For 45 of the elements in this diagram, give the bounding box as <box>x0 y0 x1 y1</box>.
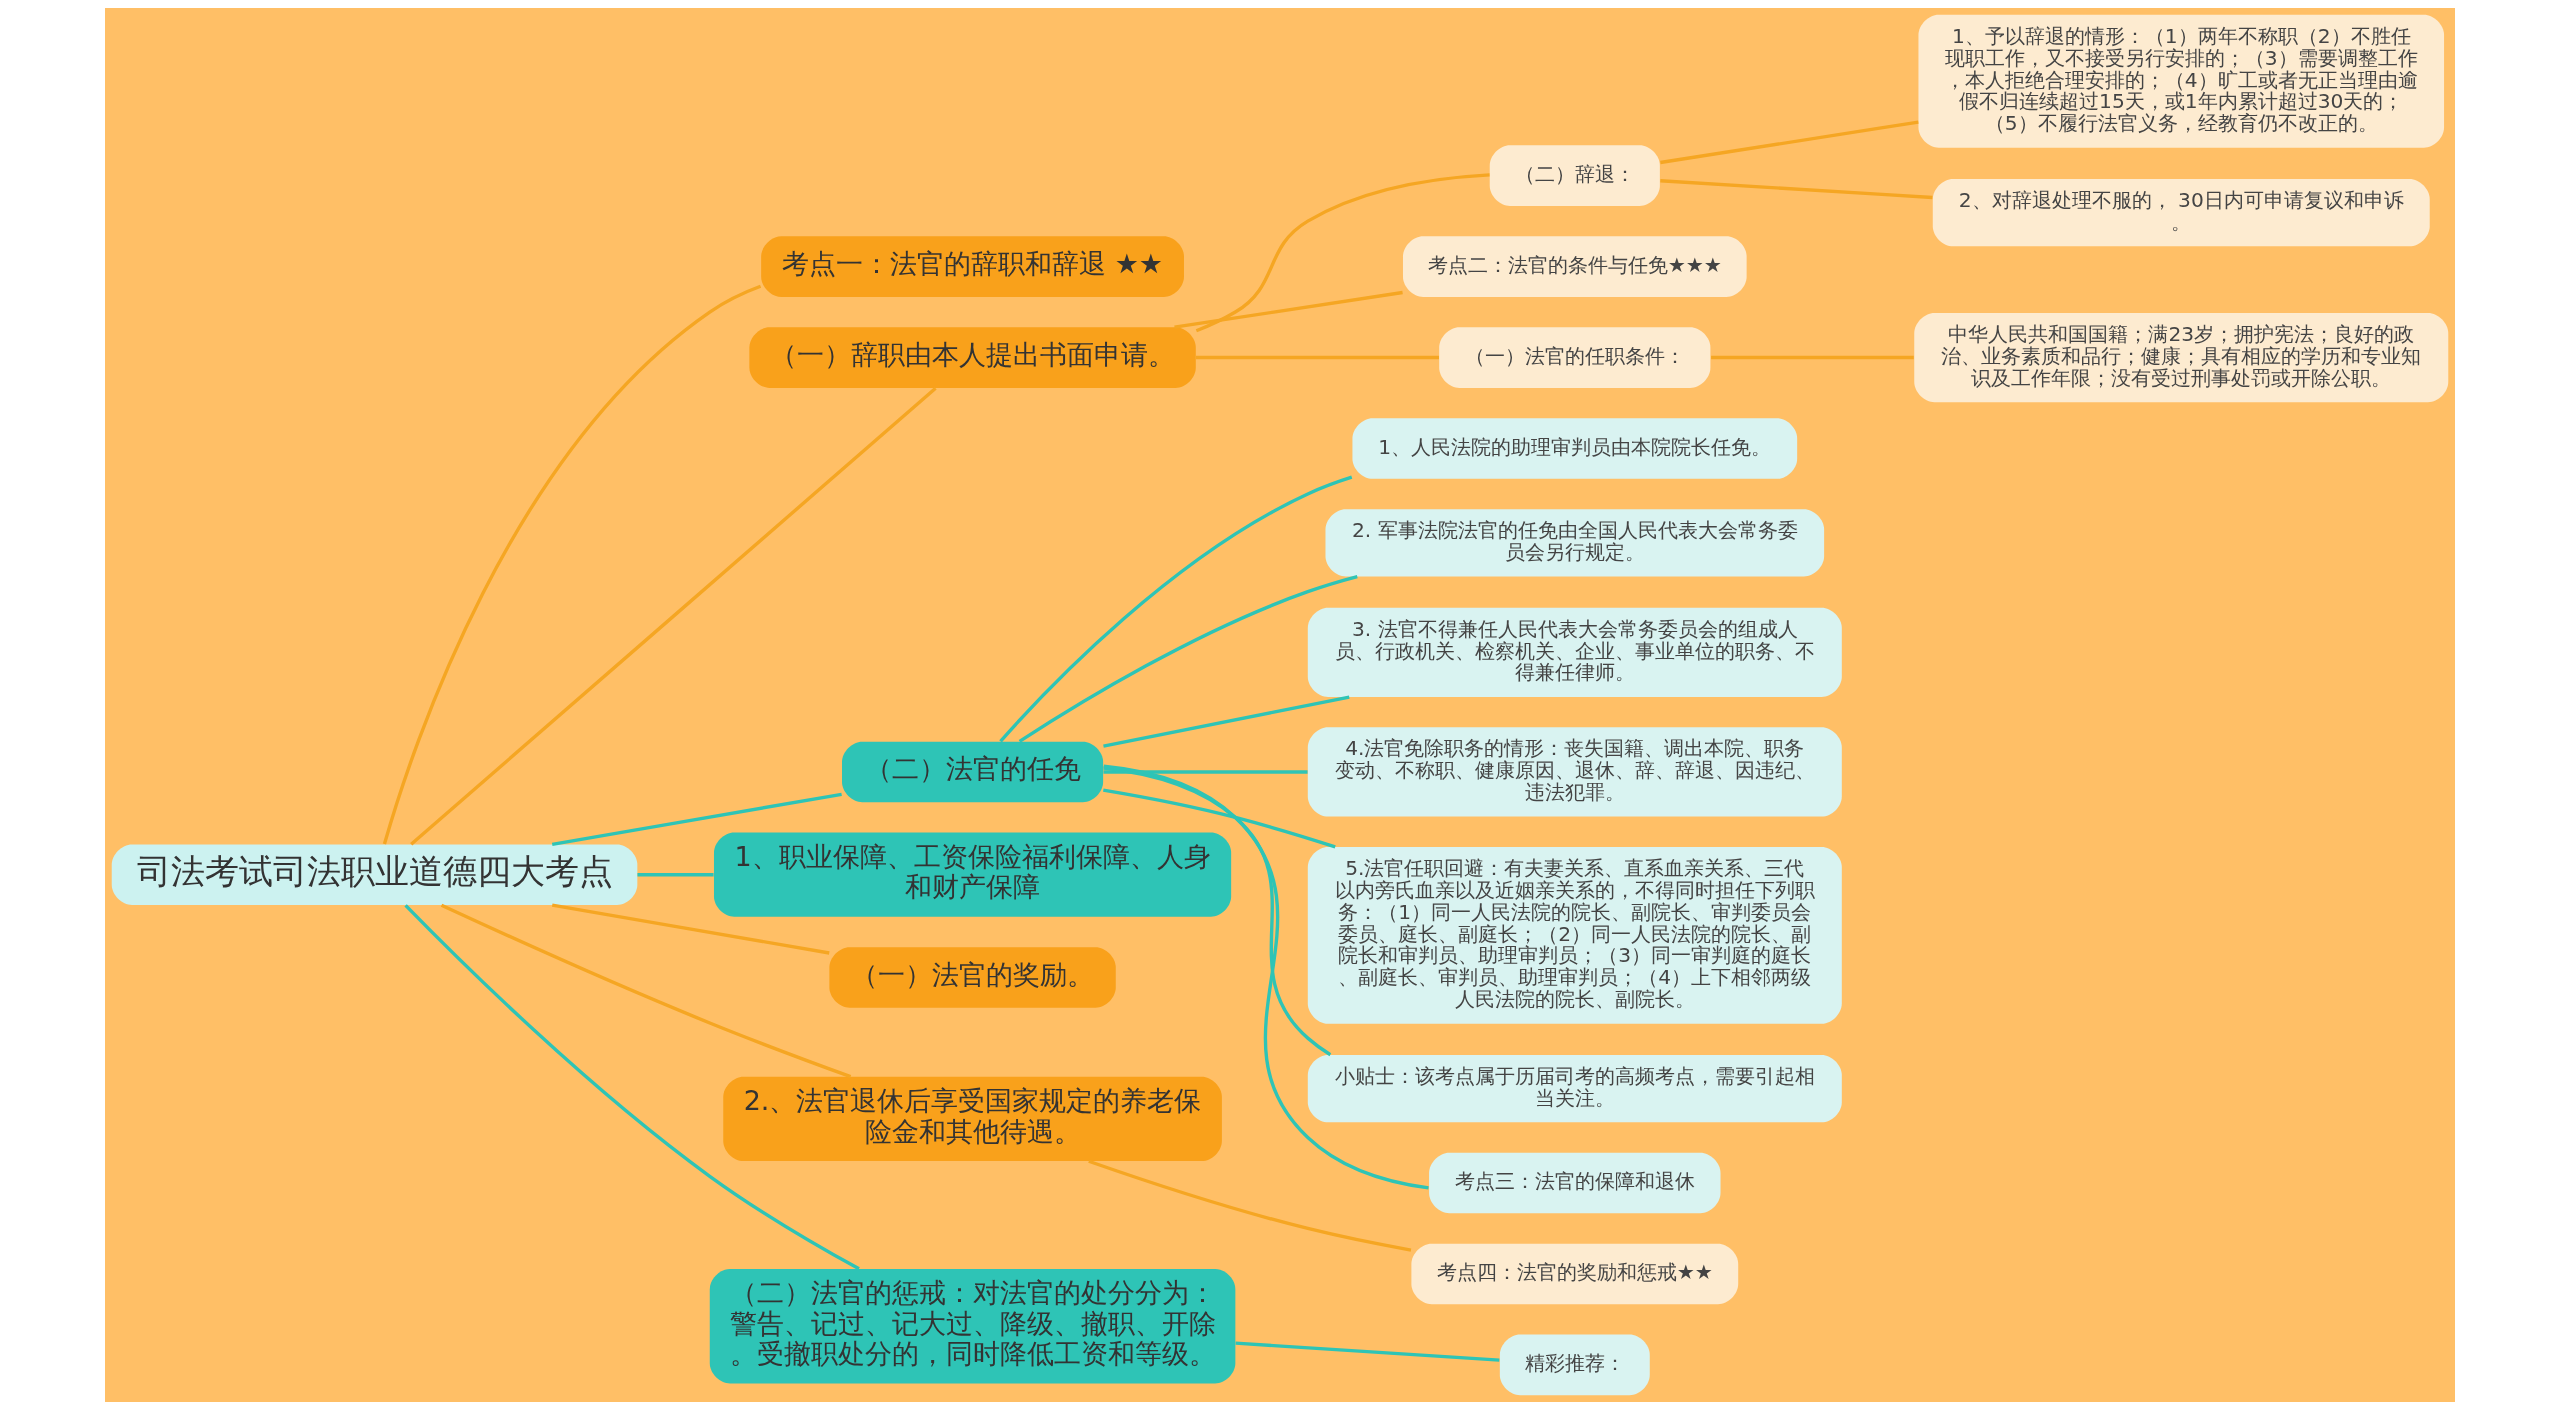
connector <box>999 475 1353 743</box>
connector <box>637 873 714 877</box>
connector <box>1103 764 1429 1190</box>
node-box: 精彩推荐： <box>1499 1334 1650 1396</box>
node-box: 1、职业保障、工资保险福利保障、人身和财产保障 <box>714 832 1232 917</box>
connector <box>1103 695 1350 748</box>
connector <box>1103 770 1308 774</box>
node-box: 2.、法官退休后享受国家规定的养老保险金和其他待遇。 <box>723 1076 1222 1162</box>
connector <box>1660 120 1919 165</box>
connector <box>1195 355 1439 360</box>
connector <box>1235 1341 1500 1362</box>
node-box: （二）法官的任免 <box>842 741 1104 803</box>
node-box: （一）法官的任职条件： <box>1439 327 1711 388</box>
connector <box>1174 290 1403 329</box>
connector <box>551 792 842 846</box>
node-box: 1、予以辞退的情形：（1）两年不称职（2）不胜任现职工作，又不接受另行安排的；（3）需要调整工作，本人拒绝合理安排的；（4）旷工或者无正当理由逾假不归连续超过15天，或1年内累计超过30天的；（5）不履行法官义务，经教育仍不改正的。 <box>1918 14 2445 148</box>
node-box: 小贴士：该考点属于历届司考的高频考点，需要引起相当关注。 <box>1307 1054 1842 1123</box>
node-box: 1、人民法院的助理审判员由本院院长任免。 <box>1352 418 1798 479</box>
connector <box>1103 766 1332 1057</box>
node-box: 2、对辞退处理不服的， 30日内可申请复议和申诉。 <box>1932 179 2430 247</box>
node-box: 考点一：法官的辞职和辞退 ★★ <box>761 236 1184 297</box>
node-box: 司法考试司法职业道德四大考点 <box>111 844 638 906</box>
connector <box>404 904 860 1271</box>
node-box: 考点二：法官的条件与任免★★★ <box>1402 236 1747 297</box>
connector <box>1018 575 1358 743</box>
node-box: 考点四：法官的奖励和惩戒★★ <box>1411 1243 1739 1305</box>
connector <box>1711 355 1914 360</box>
node-box: 3. 法官不得兼任人民代表大会常务委员会的组成人员、行政机关、检察机关、企业、事业单位的职务、不得兼任律师。 <box>1307 607 1842 697</box>
node-box: （二）辞退： <box>1489 145 1660 206</box>
connector <box>440 903 852 1079</box>
connector <box>551 903 830 955</box>
node-box: （一）法官的奖励。 <box>829 947 1116 1008</box>
node-box: 4.法官免除职务的情形：丧失国籍、调出本院、职务变动、不称职、健康原因、退休、辞、辞退、因违纪、违法犯罪。 <box>1307 727 1842 817</box>
connector <box>1103 788 1336 849</box>
node-box: （二）法官的惩戒：对法官的处分分为：警告、记过、记大过、降级、撤职、开除。受撤职处分的，同时降低工资和等级。 <box>709 1268 1236 1384</box>
connector <box>1660 179 1933 200</box>
node-box: 考点三：法官的保障和退休 <box>1429 1152 1721 1214</box>
node-box: 5.法官任职回避：有夫妻关系、直系血亲关系、三代以内旁氏血亲以及近姻亲关系的，不得同时担任下列职务：（1）同一人民法院的院长、副院长、审判委员会委员、庭长、副庭长；（2）同一人民法院的院长、副院长和审判员、助理审判员；（3）同一审判庭的庭长、副庭长、审判员、助理审判员；（4）上下相邻两级人民法院的院长、副院长。 <box>1307 846 1842 1024</box>
node-box: （一）辞职由本人提出书面申请。 <box>749 327 1196 388</box>
node-box: 2. 军事法院法官的任免由全国人民代表大会常务委员会另行规定。 <box>1325 509 1825 577</box>
node-box: 中华人民共和国国籍；满23岁；拥护宪法；良好的政治、业务素质和品行；健康；具有相应的学历和专业知识及工作年限；没有受过刑事处罚或开除公职。 <box>1914 312 2449 403</box>
connector <box>382 284 762 845</box>
connector <box>1088 1159 1412 1252</box>
connector <box>1195 173 1490 333</box>
connector <box>410 387 937 846</box>
